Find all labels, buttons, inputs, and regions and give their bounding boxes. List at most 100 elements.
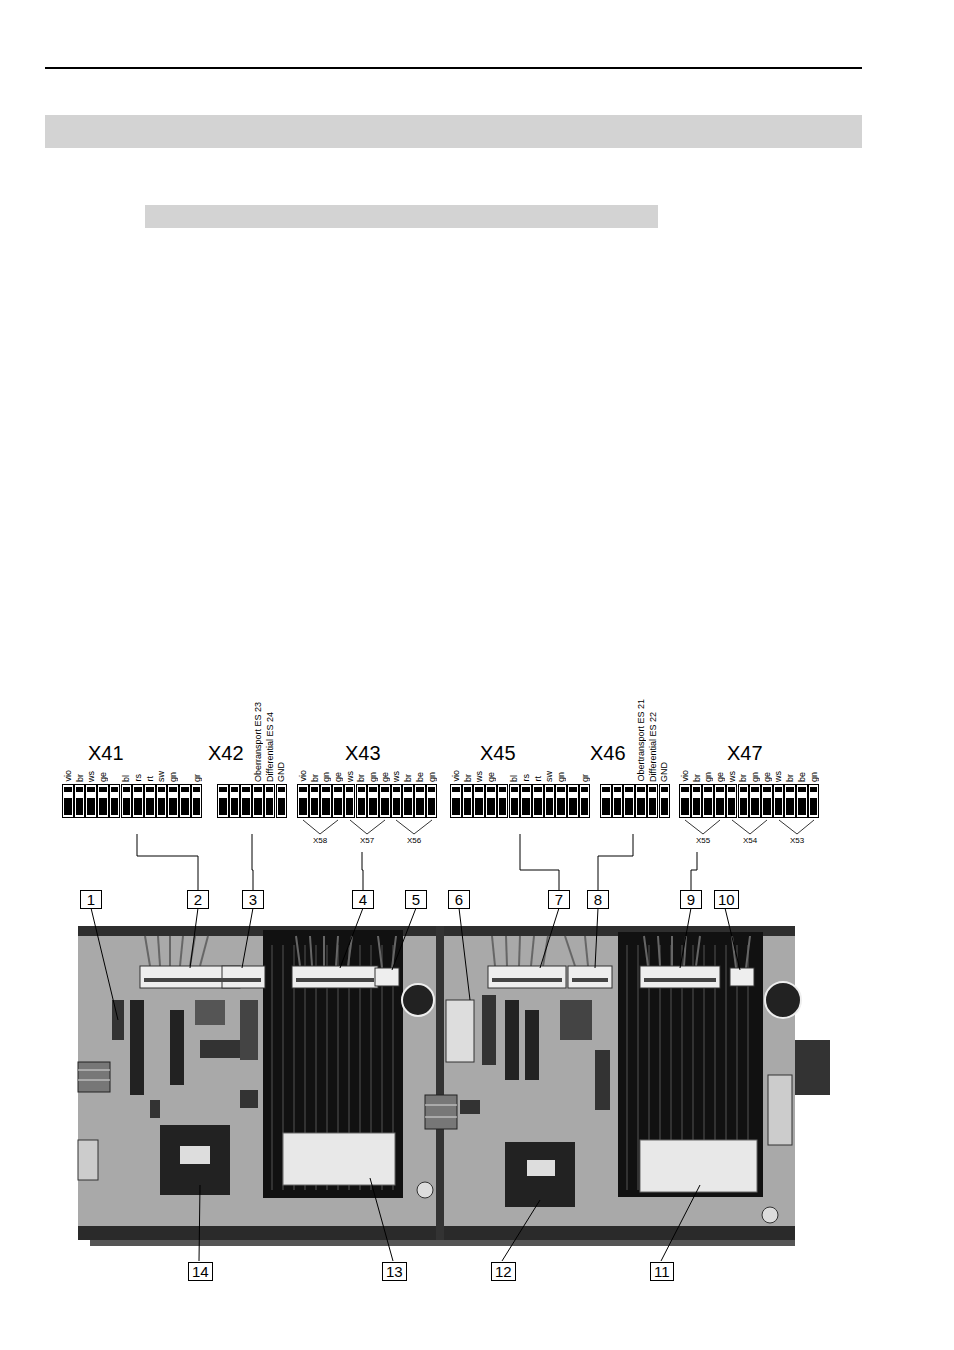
terminal	[714, 784, 726, 818]
terminal-latch	[254, 787, 262, 792]
terminal	[544, 784, 556, 818]
terminal-body	[557, 798, 565, 815]
terminal-body	[637, 798, 645, 815]
terminal-strip: X47	[679, 742, 819, 852]
pin-label: vio	[680, 770, 690, 782]
pin-label: rt	[533, 776, 543, 782]
pin-label: ge	[98, 772, 108, 782]
terminal-latch	[522, 787, 530, 792]
connector-name: X46	[590, 742, 626, 764]
terminal-body	[581, 798, 589, 815]
terminal-latch	[242, 787, 250, 792]
terminal	[367, 784, 379, 818]
terminal-body	[404, 798, 412, 815]
pin-label: ge	[380, 772, 390, 782]
callout-number: 2	[187, 890, 209, 909]
terminal-latch	[740, 787, 748, 792]
terminal	[796, 784, 808, 818]
terminal-body	[231, 798, 239, 815]
terminal-body	[381, 798, 389, 815]
terminal-latch	[681, 787, 689, 792]
terminal	[252, 784, 264, 818]
terminal-body	[775, 798, 783, 815]
terminal-latch	[534, 787, 542, 792]
terminal	[402, 784, 414, 818]
terminal-body	[751, 798, 759, 815]
callout-text: 10	[718, 891, 735, 908]
terminal	[647, 784, 659, 818]
pin-label: ws	[86, 771, 96, 782]
leader-connector	[520, 834, 559, 890]
subheading-bar	[145, 205, 658, 228]
terminal-latch	[416, 787, 424, 792]
terminal-body	[358, 798, 366, 815]
terminal-latch	[87, 787, 95, 792]
terminal	[309, 784, 321, 818]
pin-label: br	[75, 774, 85, 782]
terminal	[532, 784, 544, 818]
terminal	[144, 784, 156, 818]
terminal-latch	[266, 787, 274, 792]
callout-number: 10	[714, 890, 739, 909]
terminal-latch	[798, 787, 806, 792]
pin-label: Differential ES 22	[648, 712, 658, 782]
pin-label: br	[738, 774, 748, 782]
terminal-latch	[763, 787, 771, 792]
connector-name: X47	[727, 742, 763, 764]
terminal	[462, 784, 474, 818]
leader-connector	[598, 834, 633, 890]
terminal-latch	[219, 787, 227, 792]
terminal-body	[487, 798, 495, 815]
terminal-body	[278, 798, 286, 815]
pin-label: ws	[727, 771, 737, 782]
terminal	[473, 784, 485, 818]
pin-label: rs	[521, 774, 531, 782]
terminal-body	[625, 798, 633, 815]
pin-label: br	[403, 774, 413, 782]
terminal-latch	[369, 787, 377, 792]
terminal	[761, 784, 773, 818]
plug-label: X54	[743, 836, 757, 845]
callout-text: 2	[194, 891, 202, 908]
terminal-latch	[704, 787, 712, 792]
pin-label: sw	[544, 771, 554, 782]
terminal-body	[511, 798, 519, 815]
terminal-body	[810, 798, 818, 815]
terminal-body	[614, 798, 622, 815]
terminal-body	[464, 798, 472, 815]
terminal-latch	[716, 787, 724, 792]
terminal	[379, 784, 391, 818]
terminal	[784, 784, 796, 818]
circuit-board-photo	[78, 926, 830, 1246]
pin-label: gn	[750, 772, 760, 782]
pin-label: ws	[773, 771, 783, 782]
pin-label: GND	[659, 762, 669, 782]
terminal	[276, 784, 288, 818]
terminal	[773, 784, 785, 818]
pin-label: vio	[63, 770, 73, 782]
connector-name: X43	[345, 742, 381, 764]
terminal-body	[649, 798, 657, 815]
terminal-latch	[393, 787, 401, 792]
terminal-latch	[569, 787, 577, 792]
terminal-latch	[134, 787, 142, 792]
terminal-body	[452, 798, 460, 815]
terminal-latch	[786, 787, 794, 792]
terminal	[520, 784, 532, 818]
callout-text: 8	[594, 891, 602, 908]
terminal-latch	[334, 787, 342, 792]
plug-label: X57	[360, 836, 374, 845]
terminal-strip: X42	[208, 742, 287, 834]
terminal-latch	[111, 787, 119, 792]
callout-number: 14	[188, 1262, 213, 1281]
terminal	[679, 784, 691, 818]
terminal-latch	[499, 787, 507, 792]
pin-label: gn	[703, 772, 713, 782]
plug-label: X55	[696, 836, 710, 845]
pin-label: rt	[145, 776, 155, 782]
pin-label: gn	[368, 772, 378, 782]
terminal	[264, 784, 276, 818]
terminal-body	[146, 798, 154, 815]
callout-number: 5	[405, 890, 427, 909]
terminal	[132, 784, 144, 818]
